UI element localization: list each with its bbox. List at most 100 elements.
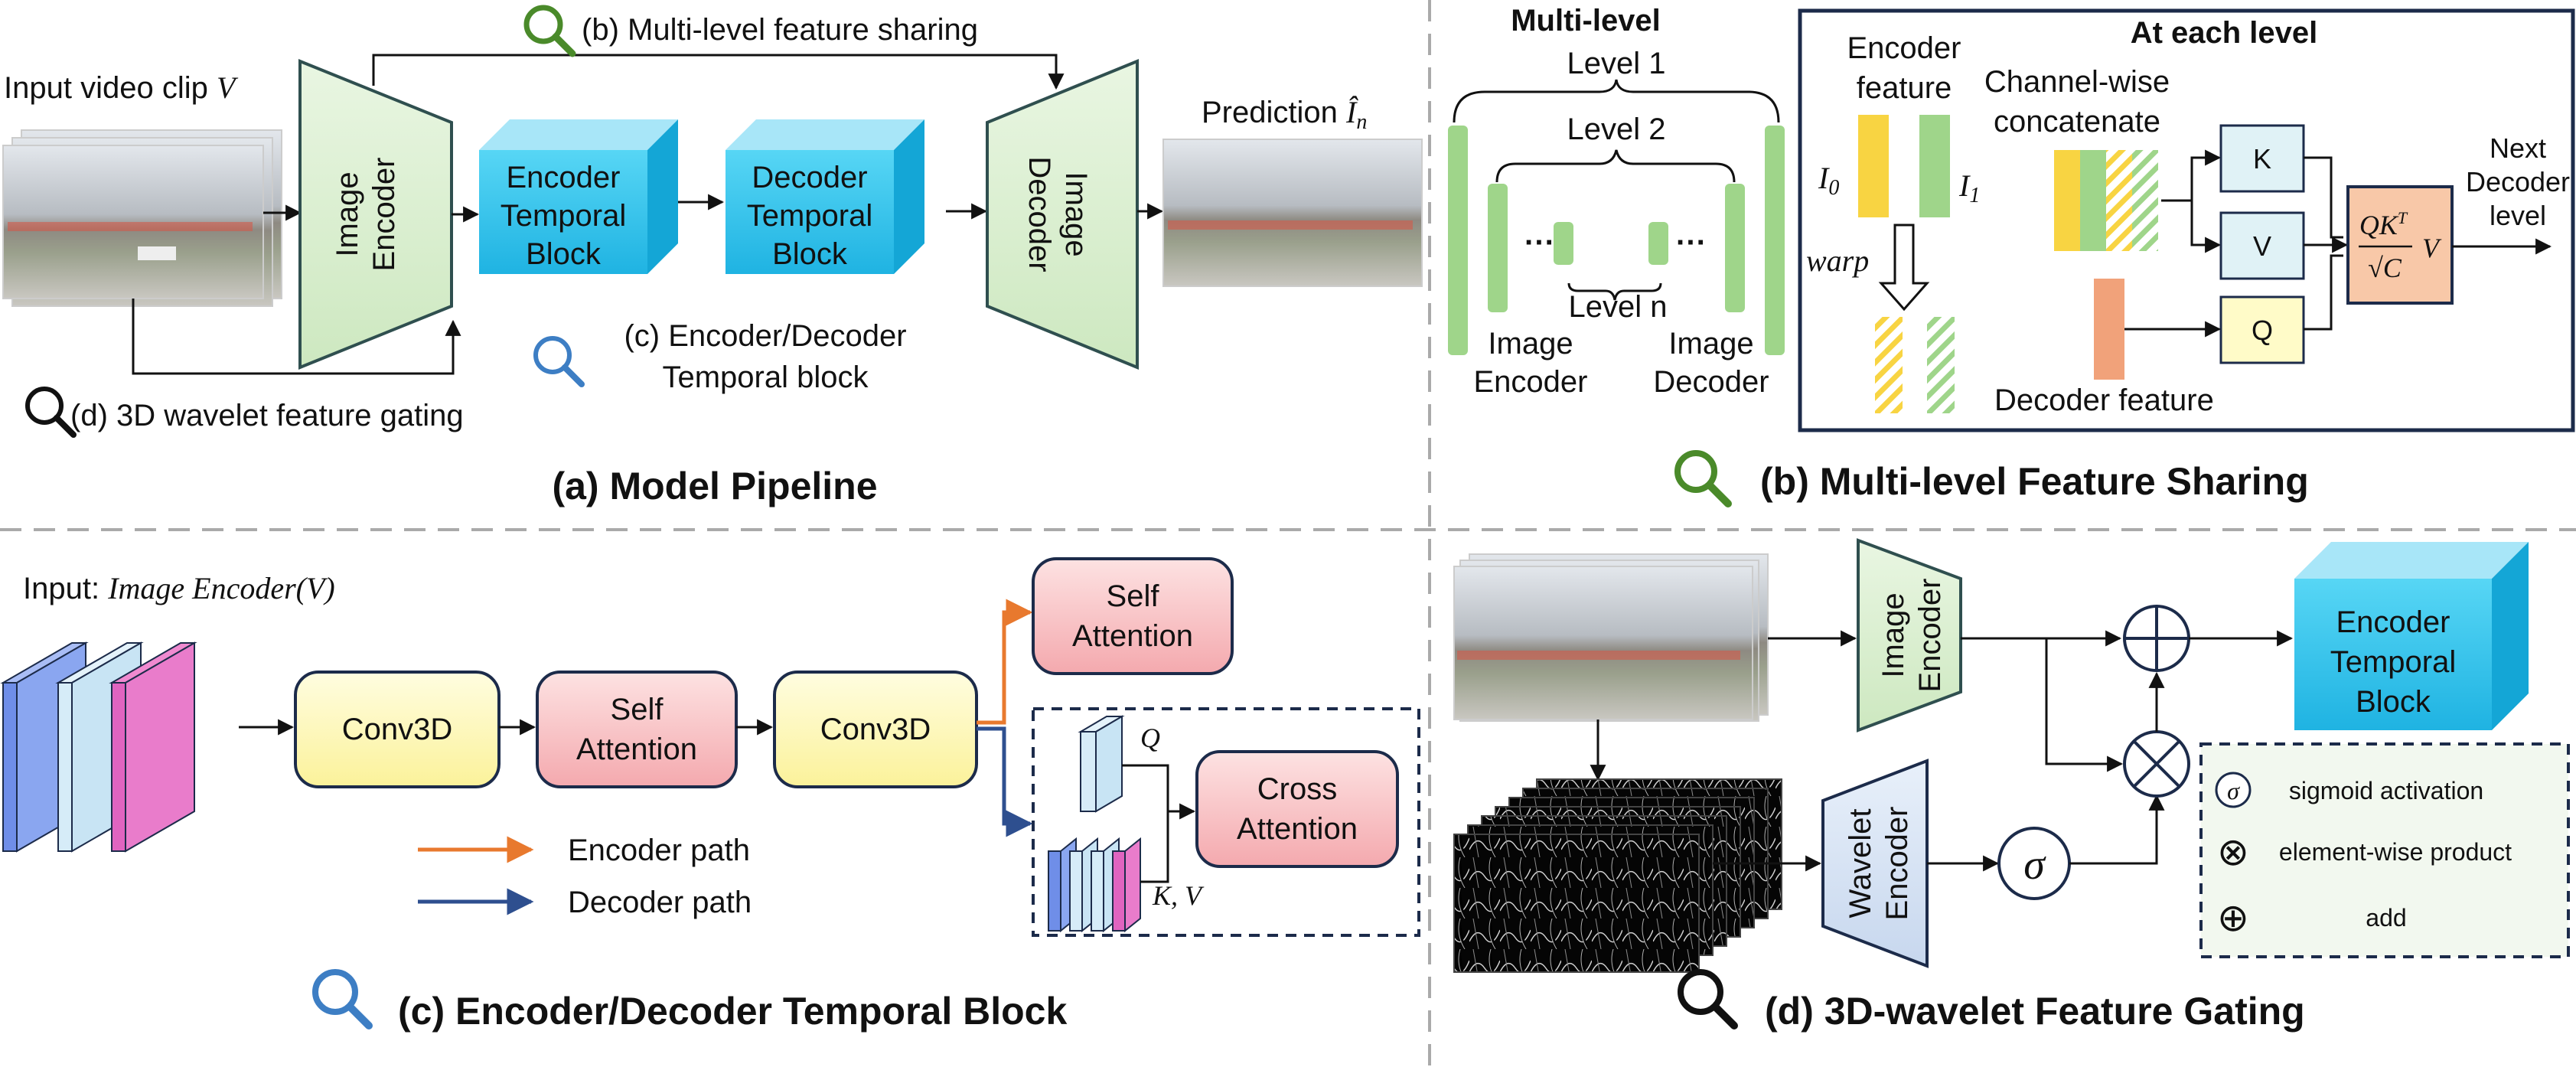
- self-attention-top-box: [1032, 557, 1234, 675]
- cross-attention-dashed-box: [1032, 707, 1420, 937]
- svg-text:Temporal: Temporal: [2330, 645, 2457, 679]
- attn-v: V: [2422, 233, 2442, 263]
- panel-d-title: (d) 3D-wavelet Feature Gating: [1765, 990, 2305, 1033]
- b-image-encoder-l1: Image: [1488, 327, 1573, 361]
- svg-text:Conv3D: Conv3D: [820, 713, 931, 746]
- svg-text:σ: σ: [2023, 841, 2046, 889]
- decoder-level1-bar: [1765, 126, 1785, 355]
- panel-a-title: (a) Model Pipeline: [552, 465, 877, 507]
- callout-c-line2: Temporal block: [662, 361, 869, 394]
- callout-b: (b) Multi-level feature sharing: [582, 13, 978, 47]
- i1-label: I1: [1958, 168, 1980, 207]
- panel-b-multilevel-feature-sharing: Multi-level Level 1 Level 2 ··· ··· Leve…: [1448, 4, 2575, 507]
- at-each-level-title: At each level: [2131, 16, 2318, 50]
- svg-text:sigmoid activation: sigmoid activation: [2289, 777, 2483, 804]
- channel-concat-l2: concatenate: [1994, 105, 2160, 139]
- encoder-path-label: Encoder path: [568, 834, 750, 867]
- decoder-feature-label: Decoder feature: [1994, 383, 2214, 417]
- decoder-path-arrow: [977, 726, 1033, 837]
- concat-green: [2080, 150, 2106, 251]
- panel-c-temporal-block: Input: Image Encoder(V) Conv3D Self Atte…: [0, 557, 1420, 1033]
- input-video-frames: [2, 129, 282, 307]
- warp-arrow: [1878, 224, 1930, 312]
- svg-text:Temporal: Temporal: [501, 199, 627, 233]
- decoder-temporal-block-cube: Decoder Temporal Block: [726, 119, 924, 274]
- leveln-label: Level n: [1569, 290, 1668, 324]
- svg-text:⊕: ⊕: [2217, 896, 2249, 939]
- next-decoder-l1: Next: [2490, 132, 2546, 164]
- svg-text:element-wise product: element-wise product: [2279, 838, 2512, 866]
- concat-yellow: [2054, 150, 2080, 251]
- legend-box: [2199, 742, 2570, 958]
- dots-right: ···: [1676, 226, 1707, 259]
- svg-text:⊗: ⊗: [2217, 830, 2249, 873]
- leveln-brace: [1567, 282, 1662, 301]
- svg-text:Encoder: Encoder: [2336, 605, 2450, 639]
- encoder-feature-l2: feature: [1857, 71, 1952, 105]
- b-image-encoder-l2: Encoder: [1474, 365, 1588, 399]
- kv-label: K, V: [1152, 880, 1205, 911]
- encoder-feature-l1: Encoder: [1847, 31, 1961, 65]
- d-encoder-temporal-block: Encoder Temporal Block: [2294, 542, 2529, 730]
- multilevel-label: Multi-level: [1511, 4, 1661, 38]
- svg-text:Decoder: Decoder: [752, 161, 867, 194]
- magnifier-green-icon: [523, 5, 576, 57]
- b-image-decoder-l1: Image: [1668, 327, 1753, 361]
- level1-label: Level 1: [1567, 47, 1666, 80]
- feature-i0: [1858, 115, 1889, 217]
- image-decoder-trapezoid: [986, 59, 1139, 370]
- svg-text:Attention: Attention: [1072, 619, 1193, 653]
- svg-text:Block: Block: [2356, 685, 2431, 719]
- input-video-label: Input video clip V: [4, 70, 239, 105]
- key-value-volumes: [1048, 837, 1141, 933]
- image-encoder-trapezoid: [298, 59, 453, 370]
- legend-sigmoid: σ sigmoid activation: [2215, 772, 2483, 808]
- encoder-leveln-bar: [1554, 222, 1573, 265]
- panel-c-title: (c) Encoder/Decoder Temporal Block: [398, 990, 1067, 1033]
- q-box: [2219, 295, 2305, 364]
- prediction-frame: [1162, 139, 1423, 287]
- legend-product: ⊗ element-wise product: [2217, 830, 2512, 873]
- decoder-path-label: Decoder path: [568, 886, 752, 919]
- channel-concat-l1: Channel-wise: [1984, 65, 2170, 99]
- feature-i1: [1919, 115, 1950, 217]
- warped-i1: [1927, 317, 1955, 413]
- encoder-level1-bar: [1448, 126, 1468, 355]
- warped-i0: [1875, 317, 1903, 413]
- concat-hatch-yellow: [2106, 150, 2132, 251]
- svg-text:Conv3D: Conv3D: [342, 713, 453, 746]
- svg-text:Q: Q: [2252, 315, 2273, 346]
- svg-text:Encoder: Encoder: [507, 161, 621, 194]
- decoder-leveln-bar: [1648, 222, 1668, 265]
- conv3d-box-1: [294, 671, 501, 788]
- add-node: [2123, 605, 2190, 672]
- cross-attention-box: [1195, 750, 1399, 868]
- svg-text:add: add: [2366, 904, 2406, 932]
- wavelet-encoder: [1821, 759, 1929, 968]
- q-label: Q: [1140, 723, 1160, 753]
- v-box: [2219, 211, 2305, 280]
- level1-brace: [1453, 79, 1780, 123]
- i0-label: I0: [1818, 161, 1839, 200]
- svg-text:Attention: Attention: [576, 733, 697, 766]
- svg-text:Attention: Attention: [1237, 812, 1358, 846]
- input-expression: Input: Image Encoder(V): [23, 571, 335, 605]
- magnifier-black-icon: [1678, 969, 1738, 1029]
- svg-text:σ: σ: [2227, 777, 2240, 804]
- attn-denominator: √C: [2368, 253, 2402, 283]
- input-feature-volumes: [0, 641, 197, 853]
- query-volume: [1078, 715, 1125, 813]
- callout-d: (d) 3D wavelet feature gating: [70, 399, 464, 432]
- svg-text:K: K: [2253, 143, 2271, 175]
- prediction-label: Prediction În: [1202, 95, 1367, 134]
- next-decoder-l2: Decoder: [2466, 166, 2570, 197]
- svg-text:Block: Block: [772, 237, 848, 271]
- level2-label: Level 2: [1567, 113, 1666, 146]
- concat-hatch-green: [2132, 150, 2158, 251]
- self-attention-box: [536, 671, 738, 788]
